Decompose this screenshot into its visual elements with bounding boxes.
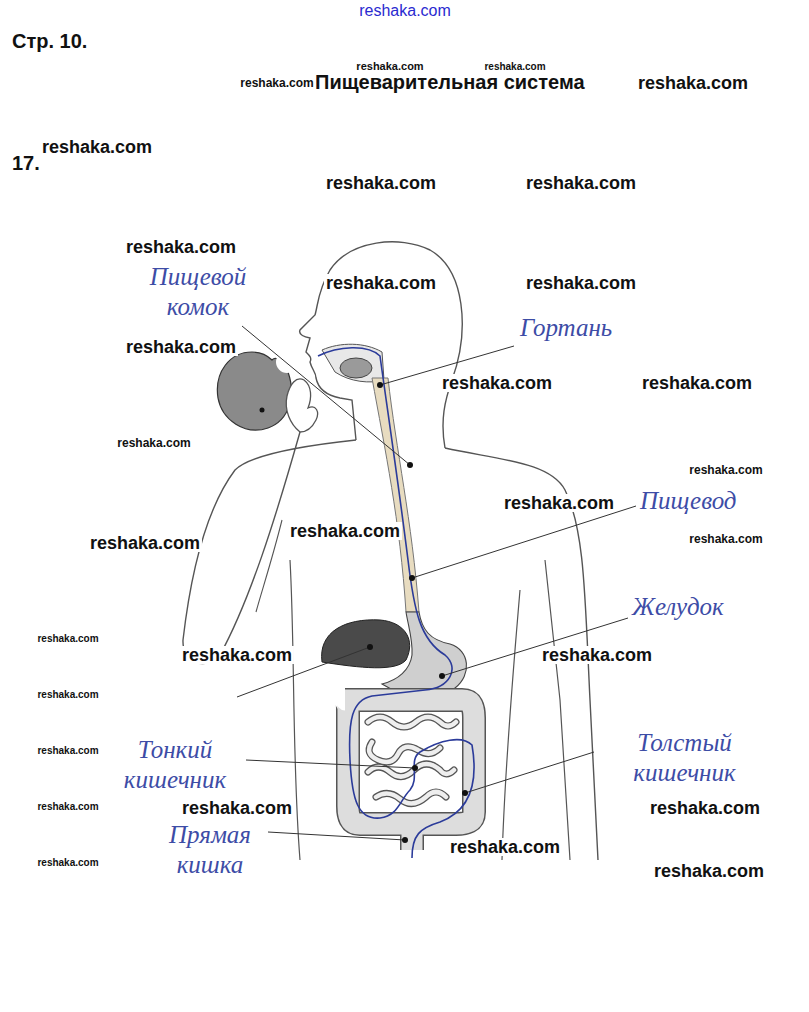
small-intestine bbox=[368, 717, 456, 804]
watermark-text: reshaka.com bbox=[40, 138, 154, 156]
organ-label: Пищевод bbox=[640, 486, 736, 516]
leader-dot bbox=[412, 765, 418, 771]
leader-dot bbox=[367, 644, 373, 650]
watermark-text: reshaka.com bbox=[180, 646, 294, 664]
watermark-text: reshaka.com bbox=[88, 534, 202, 552]
page-title: Пищеварительная система bbox=[315, 71, 585, 94]
leader-dot bbox=[409, 575, 415, 581]
arm-outline bbox=[256, 520, 282, 612]
leader-line bbox=[465, 752, 594, 793]
watermark-text: reshaka.com bbox=[440, 374, 554, 392]
organ-label: Прямая кишка bbox=[155, 820, 265, 879]
watermark-text: reshaka.com bbox=[35, 634, 100, 644]
leader-line bbox=[242, 326, 410, 465]
body-outline bbox=[545, 560, 570, 860]
watermark-text: reshaka.com bbox=[652, 862, 766, 880]
large-intestine bbox=[345, 700, 474, 850]
watermark-text: reshaka.com bbox=[648, 799, 762, 817]
watermark-text: reshaka.com bbox=[687, 533, 764, 545]
watermark-text: reshaka.com bbox=[324, 174, 438, 192]
watermark-text: reshaka.com bbox=[524, 174, 638, 192]
organ-label: Желудок bbox=[632, 592, 724, 622]
leader-line bbox=[246, 760, 415, 768]
food-path bbox=[318, 348, 474, 858]
watermark-text: reshaka.com bbox=[288, 522, 402, 540]
watermark-text: reshaka.com bbox=[502, 494, 616, 512]
watermark-text: reshaka.com bbox=[357, 3, 453, 19]
leader-dot bbox=[439, 673, 445, 679]
watermark-text: reshaka.com bbox=[540, 646, 654, 664]
watermark-text: reshaka.com bbox=[482, 62, 547, 72]
watermark-text: reshaka.com bbox=[35, 802, 100, 812]
watermark-text: reshaka.com bbox=[124, 238, 238, 256]
watermark-text: reshaka.com bbox=[238, 77, 315, 89]
watermark-text: reshaka.com bbox=[640, 374, 754, 392]
large-intestine bbox=[345, 700, 474, 850]
arm-outline bbox=[183, 432, 356, 664]
watermark-text: reshaka.com bbox=[35, 690, 100, 700]
watermark-text: reshaka.com bbox=[687, 464, 764, 476]
leader-dot bbox=[260, 408, 265, 413]
watermark-text: reshaka.com bbox=[636, 74, 750, 92]
leader-line bbox=[268, 832, 405, 840]
organ-label: Тонкий кишечник bbox=[110, 735, 240, 794]
stomach bbox=[382, 612, 466, 695]
organ-label: Пищевой комок bbox=[143, 262, 253, 321]
watermark-text: reshaka.com bbox=[124, 338, 238, 356]
leader-dot bbox=[402, 837, 408, 843]
tongue bbox=[340, 358, 372, 378]
leader-dot bbox=[462, 790, 468, 796]
leader-line bbox=[412, 506, 636, 578]
watermark-text: reshaka.com bbox=[180, 799, 294, 817]
small-intestine bbox=[368, 717, 456, 804]
leader-dot bbox=[407, 462, 413, 468]
leader-dot bbox=[377, 382, 383, 388]
watermark-text: reshaka.com bbox=[448, 838, 562, 856]
watermark-text: reshaka.com bbox=[354, 61, 425, 72]
body-outline bbox=[502, 590, 520, 860]
hand-outline bbox=[286, 379, 317, 432]
organ-label: Толстый кишечник bbox=[597, 728, 772, 787]
esophagus bbox=[372, 378, 419, 612]
watermark-text: reshaka.com bbox=[324, 274, 438, 292]
watermark-text: reshaka.com bbox=[35, 858, 100, 868]
watermark-text: reshaka.com bbox=[115, 437, 192, 449]
page-number: 17. bbox=[12, 152, 40, 175]
page-number: Стр. 10. bbox=[12, 30, 87, 53]
organ-label: Гортань bbox=[520, 313, 612, 343]
mouth-cavity bbox=[322, 344, 384, 382]
watermark-text: reshaka.com bbox=[35, 746, 100, 756]
watermark-text: reshaka.com bbox=[524, 274, 638, 292]
